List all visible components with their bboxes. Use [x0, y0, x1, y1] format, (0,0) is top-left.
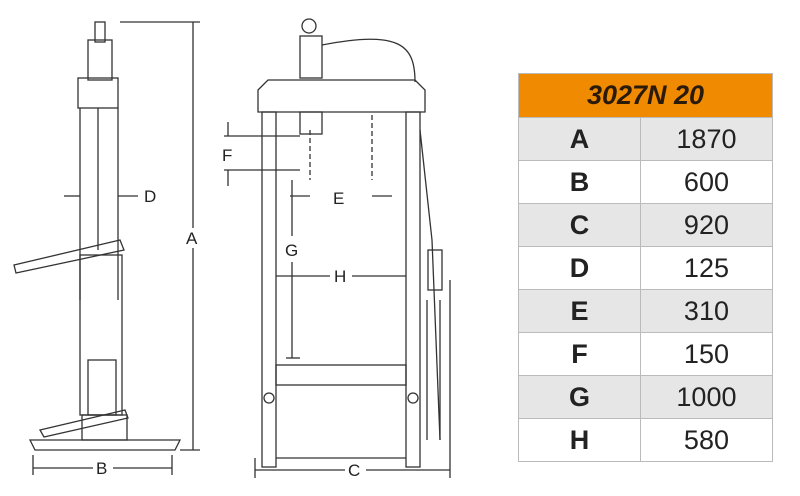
row-key: H: [518, 418, 641, 462]
front-view: [257, 18, 443, 468]
row-value: 1870: [639, 117, 774, 161]
row-key: B: [518, 160, 641, 204]
label-f: F: [222, 146, 232, 165]
row-key: A: [518, 117, 641, 161]
label-a: A: [186, 229, 198, 248]
label-d: D: [144, 187, 156, 206]
row-value: 310: [639, 289, 774, 333]
press-technical-drawing: A D B F E G H: [13, 18, 451, 480]
row-value: 1000: [639, 375, 774, 419]
dimension-e: [309, 115, 373, 180]
table-title: 3027N 20: [518, 73, 773, 118]
dimension-e-arrows: E: [290, 189, 392, 208]
dimension-a: A: [120, 21, 200, 451]
dimension-d: D: [64, 187, 156, 206]
row-key: D: [518, 246, 641, 290]
dimension-f: F: [222, 122, 300, 186]
label-b: B: [96, 459, 107, 478]
dimension-b: B: [32, 455, 173, 478]
side-view: [13, 21, 182, 451]
dimension-c: C: [254, 280, 451, 480]
dimension-h: H: [276, 267, 406, 286]
row-key: F: [518, 332, 641, 376]
label-e: E: [333, 189, 344, 208]
row-value: 600: [639, 160, 774, 204]
row-value: 150: [639, 332, 774, 376]
row-key: G: [518, 375, 641, 419]
dimension-g: G: [285, 180, 300, 359]
row-key: C: [518, 203, 641, 247]
row-value: 125: [639, 246, 774, 290]
row-value: 580: [639, 418, 774, 462]
label-c: C: [348, 461, 360, 480]
row-key: E: [518, 289, 641, 333]
label-g: G: [285, 241, 298, 260]
row-value: 920: [639, 203, 774, 247]
label-h: H: [334, 267, 346, 286]
